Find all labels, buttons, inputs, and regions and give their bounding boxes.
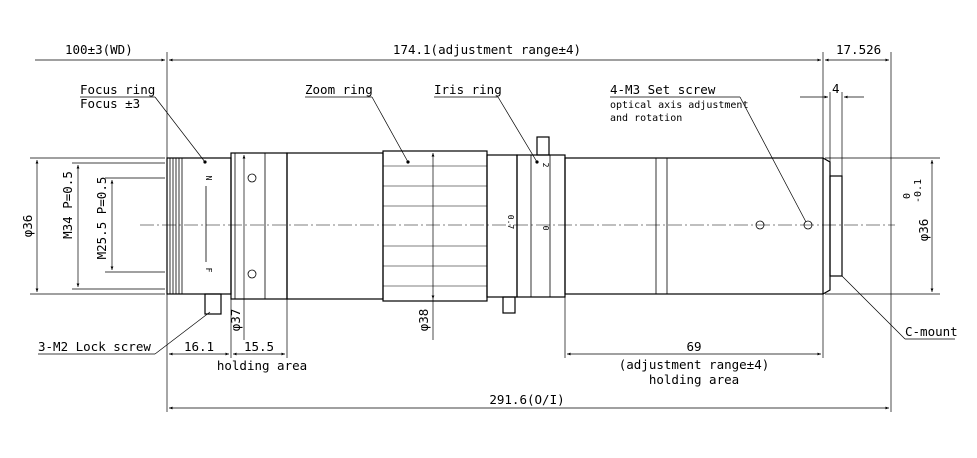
rear-diameter: φ36: [916, 219, 931, 242]
thread-inner: M25.5 P=0.5: [94, 177, 109, 260]
rear-length-dimension: 69: [686, 339, 701, 354]
rear-barrel: [564, 157, 824, 295]
top-dimensions: [35, 52, 892, 412]
iris-scale-c: 2: [541, 163, 550, 168]
rear-diameter-tol-lower: -0.1: [913, 179, 924, 203]
set-screw-note-2: and rotation: [610, 113, 682, 124]
rear-diameter-lines: [825, 157, 940, 295]
rear-holding-label: holding area: [649, 372, 739, 387]
top-length-dimension: 174.1(adjustment range±4): [393, 42, 581, 57]
iris-ring: [516, 154, 566, 298]
lens-body: [166, 136, 843, 315]
c-mount-step: [822, 157, 831, 295]
mid-barrel: [286, 152, 384, 300]
zoom-ring-label: Zoom ring: [305, 82, 373, 97]
iris-scale-b: 0: [541, 226, 550, 231]
zoom-ring: [382, 150, 488, 302]
thread-outer: M34 P=0.5: [60, 171, 75, 239]
bottom-dimensions: [166, 294, 889, 412]
front-thread-grooves: [169, 158, 183, 294]
set-screw-label: 4-M3 Set screw: [610, 82, 716, 97]
front-barrel: [166, 157, 232, 295]
rear-diameter-tol-upper: 0: [902, 193, 913, 199]
focus-value-label: Focus ±3: [80, 96, 140, 111]
front-diameter: φ36: [20, 215, 35, 238]
focus-scale-near: N: [204, 176, 213, 181]
lock-screw: [204, 293, 222, 315]
holding-area-label: holding area: [217, 358, 307, 373]
zoom-diameter: φ38: [416, 309, 431, 332]
holding-width-dimension: 15.5: [244, 339, 274, 354]
left-diameters: [30, 157, 165, 295]
c-mount-label: C-mount: [905, 324, 958, 339]
c-mount: [829, 175, 843, 277]
set-screw-2: [803, 220, 813, 230]
focus-scale-far: F: [204, 268, 213, 273]
wd-dimension: 100±3(WD): [65, 42, 133, 57]
screw-offset-dimension: 4: [832, 81, 840, 96]
focus-ring: [230, 152, 288, 300]
set-screw-note-1: optical axis adjustment: [610, 100, 748, 111]
zoom-ring-knurl: [383, 165, 487, 287]
lock-offset-dimension: 16.1: [184, 339, 214, 354]
iris-scale-a: 0.7: [506, 215, 515, 230]
rear-range-label: (adjustment range±4): [619, 357, 770, 372]
set-screw-1: [755, 220, 765, 230]
iris-knob-bottom: [502, 296, 516, 314]
holding-diameter: φ37: [228, 309, 243, 332]
focus-ring-label: Focus ring: [80, 82, 155, 97]
lock-screw-label: 3-M2 Lock screw: [38, 339, 151, 354]
iris-ring-label: Iris ring: [434, 82, 502, 97]
focus-screw-top: [247, 173, 257, 183]
focus-screw-bottom: [247, 269, 257, 279]
iris-knob-top: [536, 136, 550, 156]
right-top-dimension: 17.526: [836, 42, 881, 57]
overall-length-dimension: 291.6(O/I): [489, 392, 564, 407]
